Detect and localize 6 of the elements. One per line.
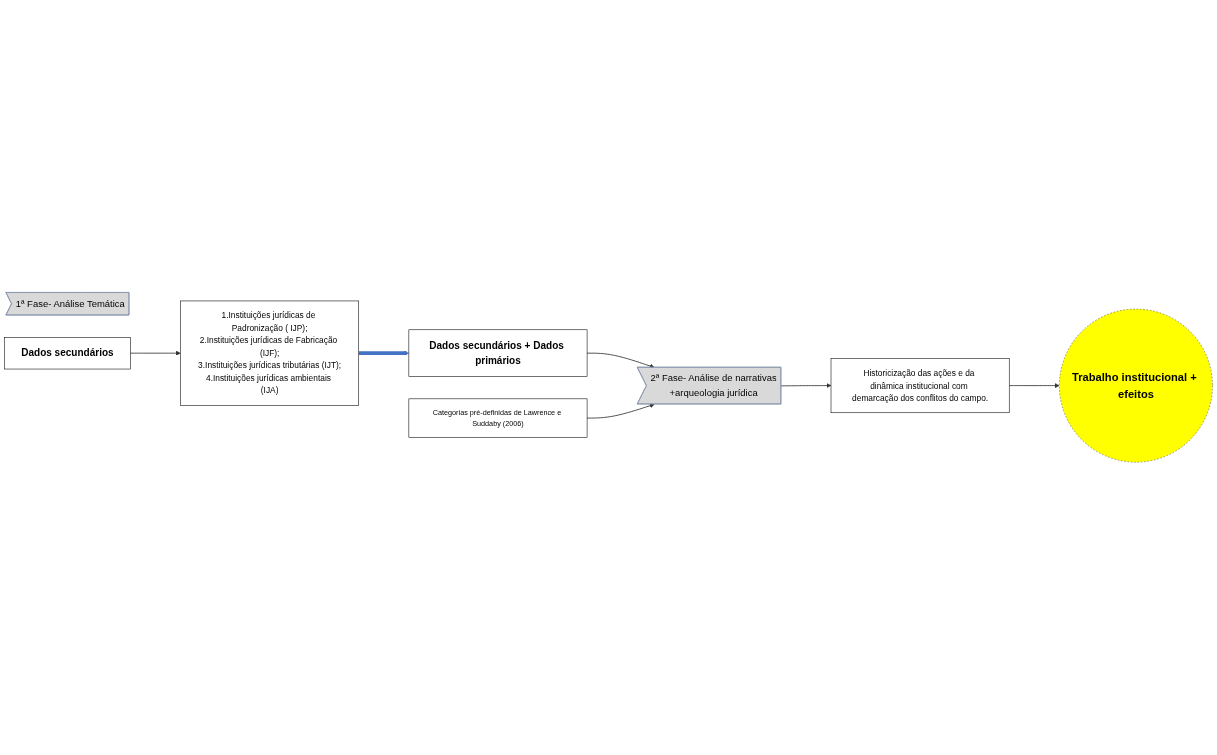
node-box: 1.Instituições jurídicas de Padronização ( IJP); 2.Instituições jurídicas de Fabricação (IJF); 3.Instituições jurídicas tributárias (IJT); 4.Instituições jurídicas ambientais (IJA) xyxy=(180,300,359,406)
arrow xyxy=(358,350,410,356)
node-box: Dados secundários xyxy=(4,337,131,370)
node-circle: Trabalho institucional + efeitos xyxy=(1059,308,1213,463)
node-box: Dados secundários + Dados primários xyxy=(408,329,588,377)
node-box: Historicização das ações e da dinâmica institucional com demarcação dos conflitos do campo. xyxy=(830,358,1010,414)
